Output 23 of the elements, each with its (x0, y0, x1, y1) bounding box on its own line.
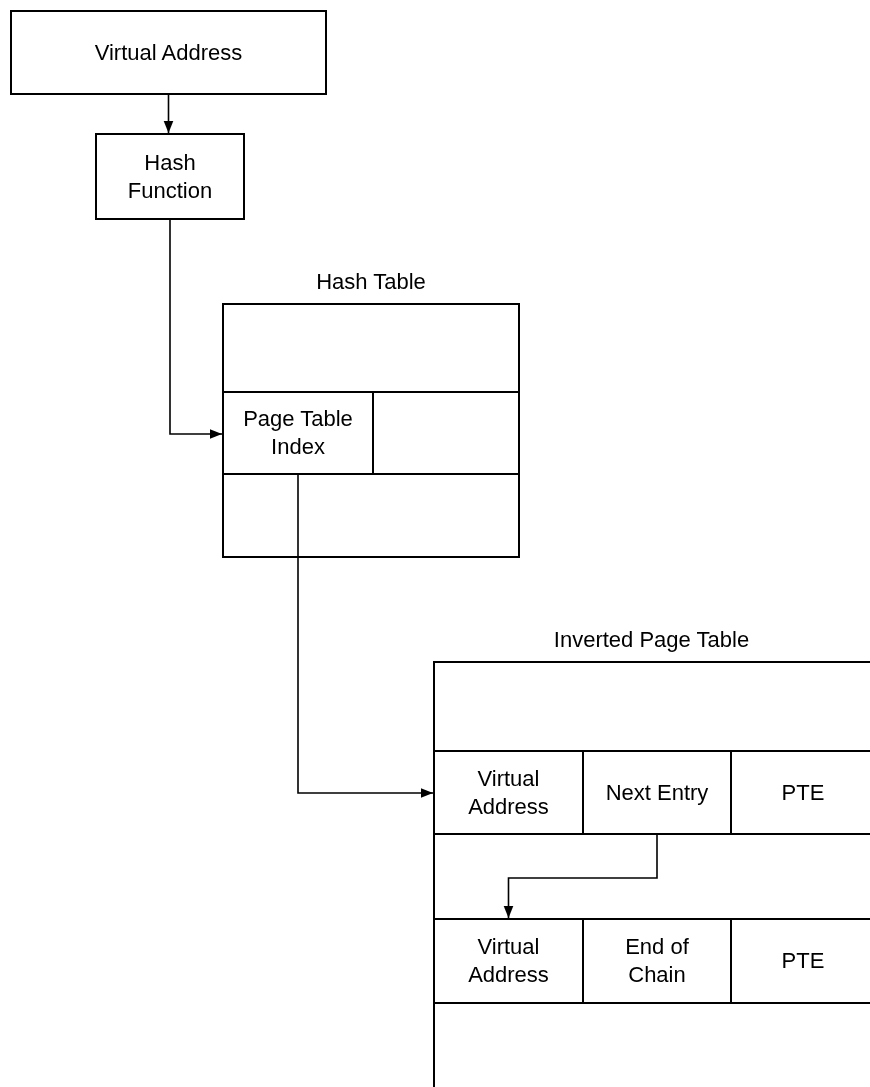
cell-label: Virtual Address (94, 38, 243, 67)
process-box (95, 133, 245, 220)
table-cell (582, 918, 732, 1004)
connector-arrow (163, 94, 174, 134)
cell-label: Virtual Address (467, 933, 550, 989)
connector-arrow (169, 219, 223, 439)
process-box (10, 10, 327, 95)
cell-label: End of Chain (624, 933, 690, 989)
cell-label: PTE (781, 778, 825, 807)
cell-label: PTE (781, 947, 825, 975)
connector-arrow (297, 474, 434, 798)
cell-label: Hash Function (126, 148, 214, 205)
table-title: Inverted Page Table (553, 626, 750, 654)
table-cell (582, 750, 732, 835)
table-title: Hash Table (316, 268, 426, 296)
cell-label: Page Table Index (242, 405, 354, 461)
table-cell (730, 918, 870, 1004)
cell-label: Next Entry (605, 778, 709, 807)
table-cell (730, 750, 870, 835)
table-cell (433, 918, 584, 1004)
connector-arrow (503, 834, 658, 919)
table-cell (433, 750, 584, 835)
cell-label: Virtual Address (467, 764, 550, 821)
